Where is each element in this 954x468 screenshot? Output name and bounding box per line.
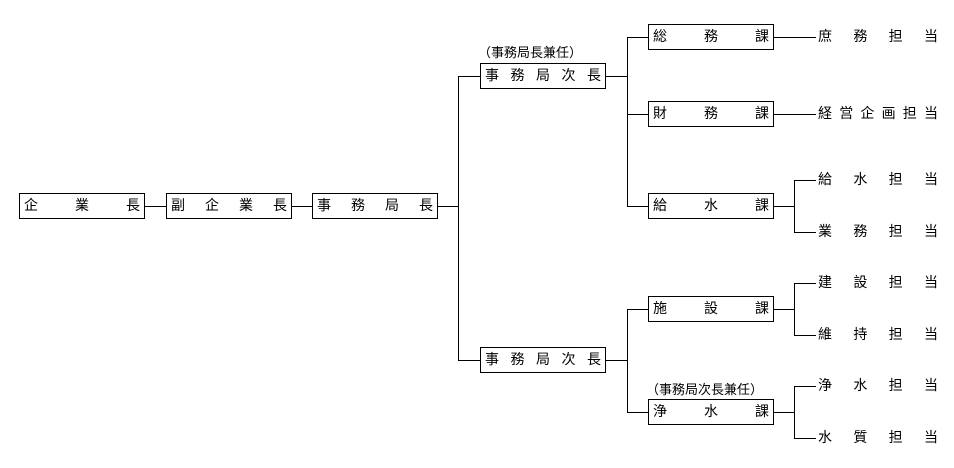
box-josuika: 浄水課 bbox=[648, 399, 774, 425]
connector bbox=[438, 206, 459, 207]
box-kigyocho: 企業長 bbox=[19, 193, 145, 219]
connector bbox=[458, 76, 459, 360]
connector bbox=[627, 206, 648, 207]
box-jimukyokucho: 事務局長 bbox=[312, 193, 438, 219]
box-label: 事務局長 bbox=[317, 198, 433, 214]
connector bbox=[774, 114, 816, 115]
connector bbox=[794, 283, 795, 335]
box-label: 施設課 bbox=[653, 301, 769, 317]
connector bbox=[627, 309, 648, 310]
box-jimukyoku-jicho-2: 事務局次長 bbox=[480, 347, 606, 373]
box-label: 企業長 bbox=[24, 198, 140, 214]
unit-suishitsu: 水質担当 bbox=[818, 430, 938, 446]
unit-josui: 浄水担当 bbox=[818, 378, 938, 394]
connector bbox=[774, 412, 795, 413]
note-josuika-concurrent: （事務局次長兼任） bbox=[646, 383, 764, 398]
box-shisetsuka: 施設課 bbox=[648, 296, 774, 322]
unit-gyomu: 業務担当 bbox=[818, 224, 938, 240]
unit-kyusui: 給水担当 bbox=[818, 172, 938, 188]
connector bbox=[627, 37, 648, 38]
connector bbox=[458, 360, 480, 361]
connector bbox=[794, 180, 816, 181]
unit-kensetsu: 建設担当 bbox=[818, 275, 938, 291]
connector bbox=[774, 309, 795, 310]
box-label: 浄水課 bbox=[653, 404, 769, 420]
box-label: 副企業長 bbox=[171, 198, 287, 214]
connector bbox=[606, 76, 628, 77]
box-label: 給水課 bbox=[653, 198, 769, 214]
connector bbox=[794, 335, 816, 336]
connector bbox=[627, 114, 648, 115]
connector bbox=[627, 412, 648, 413]
connector bbox=[794, 386, 795, 438]
connector bbox=[774, 206, 795, 207]
connector bbox=[794, 438, 816, 439]
unit-iji: 維持担当 bbox=[818, 327, 938, 343]
unit-shomu: 庶務担当 bbox=[818, 29, 938, 45]
box-label: 財務課 bbox=[653, 106, 769, 122]
connector bbox=[794, 283, 816, 284]
note-jicho-concurrent: （事務局長兼任） bbox=[478, 46, 583, 61]
connector bbox=[627, 37, 628, 206]
connector bbox=[794, 232, 816, 233]
box-label: 事務局次長 bbox=[485, 352, 601, 368]
box-zaimuka: 財務課 bbox=[648, 101, 774, 127]
connector bbox=[458, 76, 480, 77]
connector bbox=[794, 386, 816, 387]
connector bbox=[794, 180, 795, 232]
box-jimukyoku-jicho-1: 事務局次長 bbox=[480, 63, 606, 89]
connector bbox=[774, 37, 816, 38]
connector bbox=[291, 206, 312, 207]
unit-keiei-kikaku: 経営企画担当 bbox=[818, 106, 938, 122]
connector bbox=[145, 206, 166, 207]
box-label: 事務局次長 bbox=[485, 68, 601, 84]
box-somuka: 総務課 bbox=[648, 24, 774, 50]
connector bbox=[627, 309, 628, 412]
box-label: 総務課 bbox=[653, 29, 769, 45]
box-kyusuika: 給水課 bbox=[648, 193, 774, 219]
box-fuku-kigyocho: 副企業長 bbox=[166, 193, 292, 219]
connector bbox=[606, 360, 628, 361]
